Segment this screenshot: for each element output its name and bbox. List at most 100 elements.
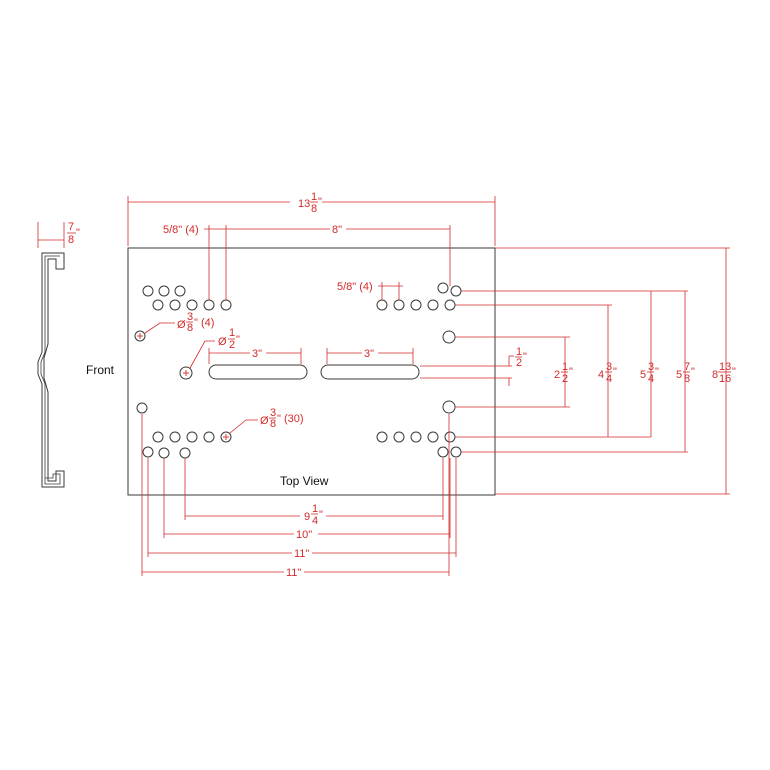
svg-text:4: 4 (598, 369, 604, 381)
hole (158, 285, 170, 297)
svg-text:" (30): " (30) (277, 413, 304, 425)
hole (169, 431, 181, 443)
svg-text:" (4): " (4) (194, 317, 214, 329)
hole (152, 299, 164, 311)
svg-text:8: 8 (712, 369, 718, 381)
dimension-lines (127, 196, 730, 576)
svg-text:4: 4 (648, 373, 654, 385)
svg-text:13: 13 (719, 361, 731, 373)
overall-width-label: 13 1 8 " (298, 191, 322, 215)
hole (174, 285, 186, 297)
hole (136, 402, 148, 414)
svg-text:1: 1 (311, 191, 317, 203)
right-dim-4-3-4-label: 4 3 4 " (598, 361, 617, 385)
svg-text:1: 1 (562, 361, 568, 373)
hole (437, 446, 449, 458)
hole (376, 431, 388, 443)
hole (427, 299, 439, 311)
hole-half-callout-label: Ø 1 2 " (218, 327, 240, 351)
hole (444, 431, 456, 443)
hole (186, 431, 198, 443)
svg-text:3: 3 (648, 361, 654, 373)
svg-text:8: 8 (311, 203, 317, 215)
front-label: Front (86, 363, 115, 377)
svg-text:": " (569, 366, 573, 378)
callout-marks (137, 333, 229, 440)
svg-text:": " (691, 366, 695, 378)
hole (142, 446, 154, 458)
hole (203, 299, 215, 311)
svg-text:7: 7 (684, 361, 690, 373)
hole-spacing-top-left-label: 5/8" (4) (163, 224, 199, 236)
svg-text:4: 4 (606, 373, 612, 385)
svg-text:8: 8 (68, 234, 74, 246)
slot-left (208, 364, 308, 380)
hole (444, 299, 456, 311)
plate-outline (127, 247, 496, 496)
holes (134, 282, 462, 459)
svg-text:8: 8 (270, 418, 276, 430)
slot-width-label: 1 2 " (515, 346, 527, 369)
hole (450, 446, 462, 458)
hole (203, 431, 215, 443)
svg-text:": " (732, 366, 736, 378)
svg-text:Ø: Ø (177, 319, 186, 331)
svg-text:2: 2 (554, 369, 560, 381)
right-dim-8-13-16-label: 8 13 16 " (712, 361, 736, 385)
svg-text:8: 8 (187, 322, 193, 334)
right-dim-2-1-2-label: 2 1 2 " (554, 361, 573, 385)
slot-right-length-label: 3" (364, 348, 374, 360)
side-profile (37, 252, 65, 488)
svg-text:2: 2 (516, 357, 522, 369)
svg-text:1: 1 (229, 327, 235, 339)
hole (220, 299, 232, 311)
svg-text:5: 5 (676, 369, 682, 381)
hole (442, 330, 456, 344)
hole (152, 431, 164, 443)
svg-text:2: 2 (562, 373, 568, 385)
svg-text:Ø: Ø (260, 415, 269, 427)
svg-text:9: 9 (304, 511, 310, 523)
svg-text:": " (613, 366, 617, 378)
svg-text:4: 4 (312, 515, 318, 527)
hole (450, 285, 462, 297)
side-profile-inner (40, 255, 61, 485)
bottom-dim-11-outer-label: 11" (286, 567, 301, 579)
slot-left-length-label: 3" (252, 348, 262, 360)
svg-text:16: 16 (719, 373, 731, 385)
svg-text:3: 3 (187, 311, 193, 323)
hole (179, 447, 191, 459)
svg-text:": " (318, 196, 322, 208)
top-view-label: Top View (280, 474, 329, 488)
hole (427, 431, 439, 443)
svg-text:": " (655, 366, 659, 378)
hole (220, 431, 232, 443)
svg-text:2: 2 (229, 339, 235, 351)
svg-text:": " (523, 351, 527, 363)
svg-text:3: 3 (606, 361, 612, 373)
hole (186, 299, 198, 311)
hole (142, 285, 154, 297)
bottom-dim-10-label: 10" (296, 529, 312, 541)
svg-text:": " (76, 227, 80, 239)
svg-text:5: 5 (640, 369, 646, 381)
right-dim-5-7-8-label: 5 7 8 " (676, 361, 695, 385)
hole (393, 299, 405, 311)
svg-text:": " (236, 334, 240, 346)
hole (179, 366, 193, 380)
hole (442, 400, 456, 414)
side-thickness-dimension (37, 222, 65, 248)
hole (393, 431, 405, 443)
span-8-label: 8" (332, 224, 342, 236)
svg-text:7: 7 (68, 221, 74, 233)
bottom-dim-11-inner-label: 11" (294, 548, 309, 560)
hole (169, 299, 181, 311)
hole (437, 282, 449, 294)
slot-right (320, 364, 420, 380)
side-thickness-label: 7 8 " (67, 221, 80, 246)
svg-text:1: 1 (312, 503, 318, 515)
hole (410, 431, 422, 443)
hole-spacing-top-right-label: 5/8" (4) (337, 281, 373, 293)
hole-small-callout-label: Ø 3 8 " (4) (177, 311, 214, 334)
